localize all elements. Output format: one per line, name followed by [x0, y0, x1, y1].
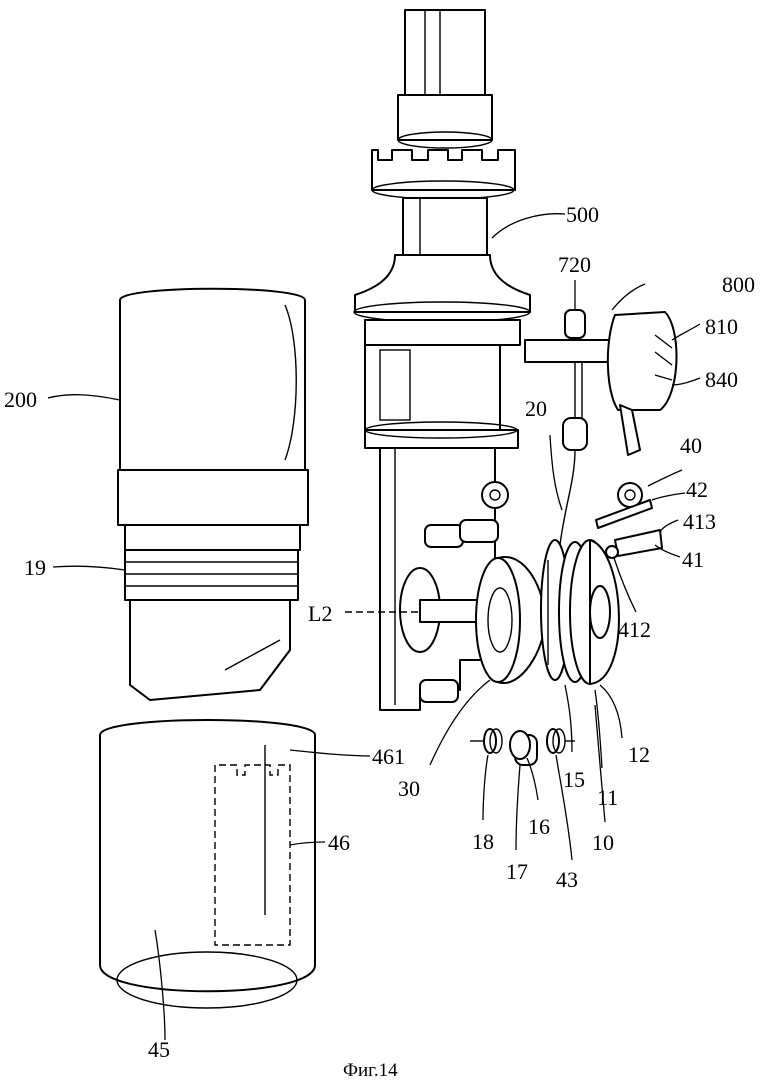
label-500: 500	[566, 202, 599, 227]
label-16: 16	[528, 814, 550, 839]
label-41: 41	[682, 547, 704, 572]
label-45: 45	[148, 1037, 170, 1062]
small-parts	[470, 728, 575, 766]
label-20: 20	[525, 396, 547, 421]
label-19: 19	[24, 555, 46, 580]
label-43: 43	[556, 867, 578, 892]
label-461: 461	[372, 744, 405, 769]
label-810: 810	[705, 314, 738, 339]
cover-45	[99, 719, 316, 1009]
label-11: 11	[597, 785, 618, 810]
gear-30	[475, 555, 546, 685]
reel-10	[540, 539, 620, 685]
label-12: 12	[628, 742, 650, 767]
label-15: 15	[563, 767, 585, 792]
label-10: 10	[592, 830, 614, 855]
label-720: 720	[558, 252, 591, 277]
label-800: 800	[722, 272, 755, 297]
label-413: 413	[683, 509, 716, 534]
label-30: 30	[398, 776, 420, 801]
label-17: 17	[506, 859, 528, 884]
label-L2: L2	[308, 601, 332, 626]
label-46: 46	[328, 830, 350, 855]
handle-shaft-assembly	[345, 9, 531, 711]
label-412: 412	[618, 617, 651, 642]
leader-lines	[47, 213, 701, 1041]
switch-assembly	[524, 309, 678, 546]
label-40: 40	[680, 433, 702, 458]
lever-assembly	[595, 404, 663, 559]
reference-labels: 500 720 800 810 840 200 20 40 42 413 19 …	[4, 202, 755, 1062]
figure-caption: Фиг.14	[343, 1060, 398, 1081]
label-18: 18	[472, 829, 494, 854]
cap-200	[117, 287, 309, 701]
label-42: 42	[686, 477, 708, 502]
label-200: 200	[4, 387, 37, 412]
label-840: 840	[705, 367, 738, 392]
